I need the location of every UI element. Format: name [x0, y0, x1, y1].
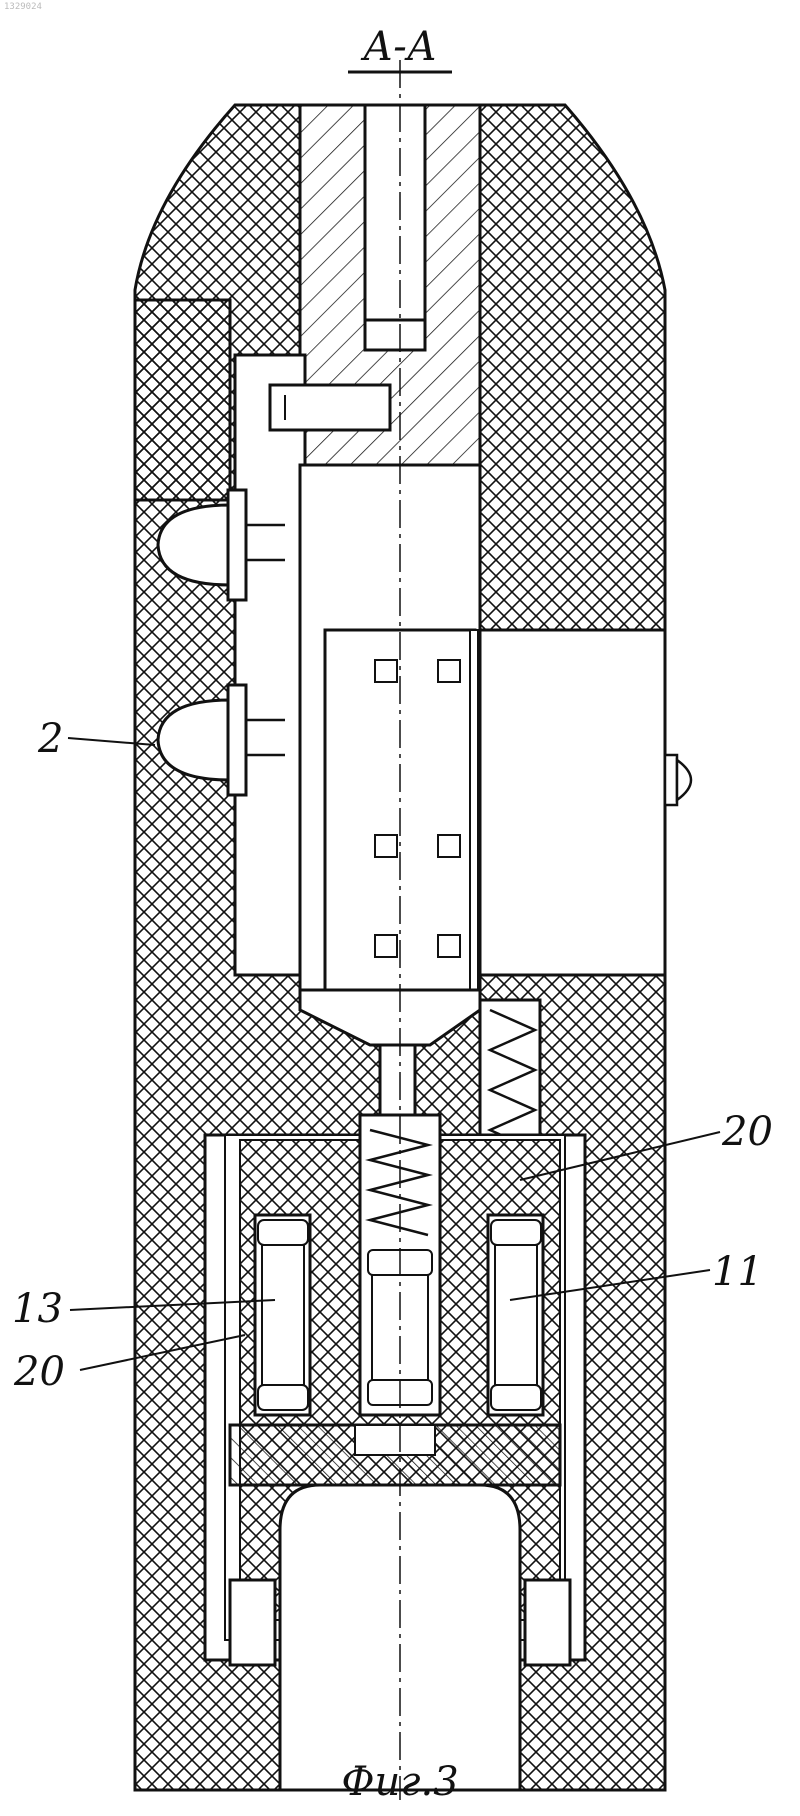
label-20-left: 20 [13, 1349, 65, 1395]
right-button [665, 755, 691, 805]
label-11: 11 [712, 1249, 763, 1295]
figure-caption: Фиг.3 [341, 1759, 458, 1805]
label-2: 2 [37, 716, 63, 762]
label-13: 13 [12, 1286, 63, 1332]
section-title: А-А [360, 24, 437, 70]
label-20-right: 20 [721, 1109, 773, 1155]
